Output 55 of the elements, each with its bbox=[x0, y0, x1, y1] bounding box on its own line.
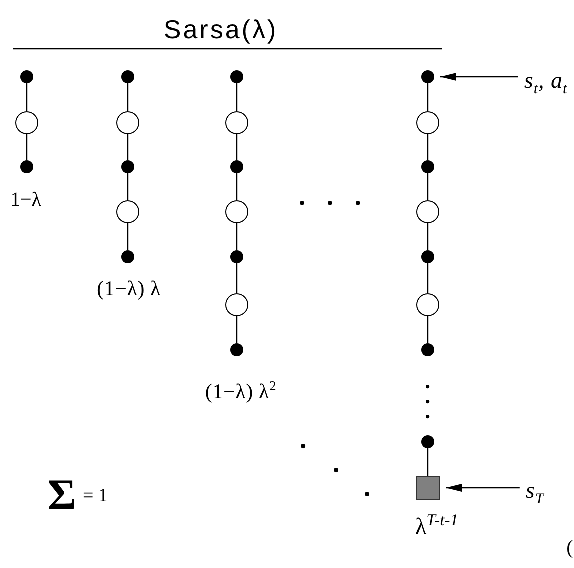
hollow-circle bbox=[226, 112, 248, 134]
filled-dot bbox=[20, 160, 34, 174]
connector-line bbox=[427, 174, 429, 200]
hollow-circle bbox=[416, 294, 440, 316]
filled-dot bbox=[422, 70, 434, 84]
filled-dot bbox=[422, 344, 434, 356]
hollow-circle bbox=[226, 200, 248, 224]
connector-line bbox=[236, 316, 238, 344]
filled-dot bbox=[230, 344, 244, 356]
filled-dot bbox=[422, 160, 434, 174]
filled-dot bbox=[122, 70, 134, 84]
hollow-circle bbox=[226, 294, 248, 316]
connector-line bbox=[236, 84, 238, 112]
weight-label: (1−λ) λ$^{2}$ bbox=[205, 379, 277, 405]
connector-line bbox=[427, 134, 429, 160]
weight-label: (1−λ) λ bbox=[96, 276, 162, 302]
connector-line bbox=[26, 84, 28, 112]
connector-line bbox=[427, 84, 429, 112]
hollow-circle bbox=[416, 112, 440, 134]
filled-dot bbox=[422, 250, 434, 264]
connector-line bbox=[427, 224, 429, 250]
connector-line bbox=[427, 264, 429, 294]
filled-dot bbox=[230, 160, 244, 174]
hollow-circle bbox=[116, 112, 140, 134]
shaded-square bbox=[416, 476, 440, 500]
connector-line bbox=[236, 134, 238, 160]
hollow-circle bbox=[116, 200, 140, 224]
diagram-title: Sarsa(λ) bbox=[164, 16, 278, 44]
hollow-circle bbox=[16, 112, 38, 134]
filled-dot bbox=[122, 160, 134, 174]
connector-line bbox=[127, 224, 129, 250]
connector-line bbox=[427, 316, 429, 344]
sum-value: = 1 bbox=[83, 486, 108, 506]
arrow bbox=[446, 484, 520, 492]
connector-line bbox=[236, 264, 238, 294]
text-fragment: ( bbox=[566, 536, 574, 560]
sum-symbol: Σ bbox=[48, 477, 76, 513]
hollow-circle bbox=[416, 200, 440, 224]
connector-line bbox=[127, 84, 129, 112]
connector-line bbox=[127, 134, 129, 160]
connector-line bbox=[236, 174, 238, 200]
filled-dot bbox=[20, 70, 34, 84]
filled-dot bbox=[230, 70, 244, 84]
arrow bbox=[440, 73, 518, 81]
connector-line bbox=[236, 224, 238, 250]
state-label: s$_{t}$, a$_{t}$ bbox=[524, 68, 568, 94]
filled-dot bbox=[422, 436, 434, 448]
weight-label: 1−λ bbox=[10, 188, 42, 212]
weight-label: λ$^{T-t-1}$ bbox=[415, 513, 459, 541]
filled-dot bbox=[122, 250, 134, 264]
filled-dot bbox=[230, 250, 244, 264]
connector-line bbox=[427, 448, 429, 476]
connector-line bbox=[26, 134, 28, 160]
state-label: s$_{T}$ bbox=[526, 478, 544, 504]
connector-line bbox=[127, 174, 129, 200]
